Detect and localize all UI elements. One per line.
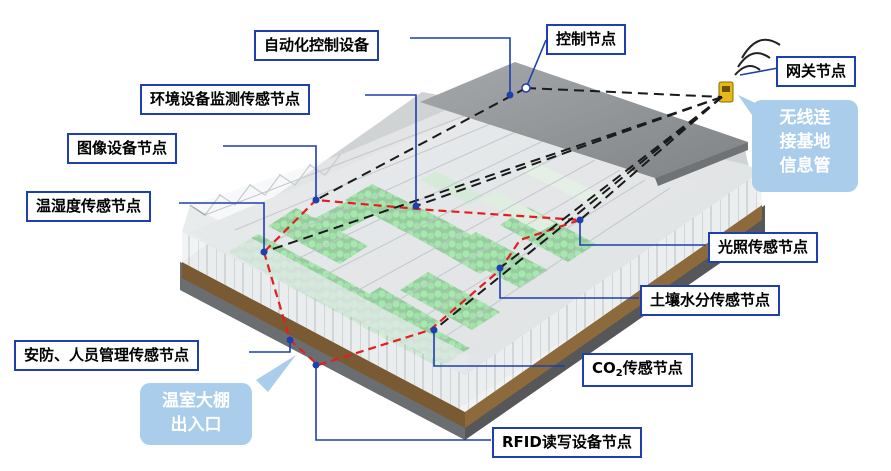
bubble-entrance: 温室大棚 出入口	[140, 383, 252, 445]
label-env-sensor: 环境设备监测传感节点	[140, 84, 311, 115]
bubble-entrance-line2: 出入口	[170, 415, 222, 435]
gateway-device	[718, 38, 781, 103]
label-control-node: 控制节点	[546, 24, 627, 55]
co2-subscript: 2	[615, 368, 623, 379]
bubble-wireless: 无线连 接基地 信息管	[752, 100, 858, 192]
co2-suffix: 传感节点	[622, 359, 683, 377]
label-soil-moisture: 土壤水分传感节点	[640, 285, 781, 316]
bubble-wireless-line1: 无线连	[779, 108, 831, 128]
label-light-sensor: 光照传感节点	[708, 232, 819, 263]
label-temp-humidity: 温湿度传感节点	[26, 191, 152, 222]
label-auto-control: 自动化控制设备	[254, 30, 380, 61]
label-image-node: 图像设备节点	[67, 133, 178, 164]
label-security-personnel: 安防、人员管理传感节点	[14, 340, 200, 371]
entrance-bubble-tail	[256, 355, 296, 392]
label-rfid: RFID读写设备节点	[492, 427, 642, 458]
greenhouse-lower-wall	[182, 205, 762, 428]
glass-roof	[190, 100, 748, 355]
leader-lines	[179, 37, 779, 441]
shade-roof	[420, 62, 748, 178]
label-co2-sensor: CO2传感节点	[582, 353, 693, 387]
bubble-entrance-line1: 温室大棚	[162, 391, 230, 411]
sensor-nodes	[260, 83, 584, 369]
red-patrol-path	[262, 198, 581, 367]
label-gateway-node: 网关节点	[776, 56, 857, 87]
glass-right-wall	[465, 165, 762, 412]
wireless-links	[263, 87, 723, 331]
bubble-wireless-line2: 接基地	[779, 132, 831, 152]
co2-prefix: CO	[592, 359, 616, 377]
bubble-wireless-line3: 信息管	[779, 156, 831, 176]
